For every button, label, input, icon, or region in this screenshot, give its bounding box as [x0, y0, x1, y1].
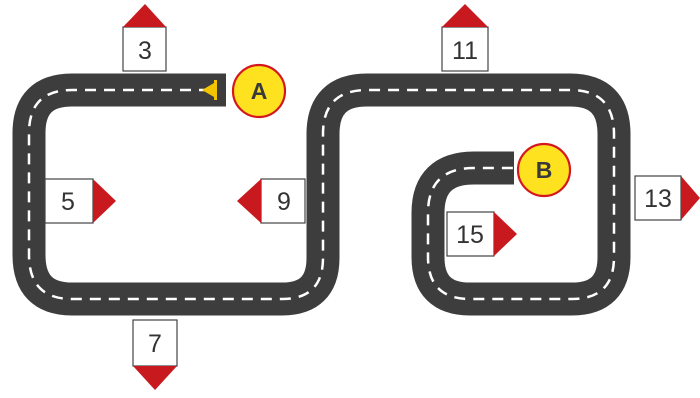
sign-3: 3: [123, 4, 166, 71]
sign-7-number: 7: [148, 330, 162, 358]
sign-7: 7: [133, 320, 177, 390]
sign-9: 9: [237, 179, 305, 223]
arrow-left-icon: [237, 179, 261, 223]
sign-15-number: 15: [456, 221, 484, 249]
sign-5: 5: [45, 179, 116, 223]
point-a: A: [233, 65, 285, 117]
sign-13: 13: [635, 176, 700, 220]
track: [29, 90, 614, 299]
sign-5-number: 5: [61, 188, 75, 216]
arrow-up-icon: [123, 4, 166, 27]
sign-13-number: 13: [644, 185, 672, 213]
arrow-right-icon: [93, 179, 116, 223]
arrow-right-icon: [681, 176, 700, 220]
point-b: B: [518, 144, 570, 196]
sign-11-number: 11: [452, 37, 478, 65]
arrow-down-icon: [133, 366, 177, 390]
point-a-label: A: [251, 78, 268, 104]
sign-3-number: 3: [138, 37, 152, 65]
arrow-up-icon: [442, 4, 488, 27]
start-line: [214, 80, 217, 100]
sign-9-number: 9: [277, 188, 291, 216]
arrow-right-icon: [494, 212, 517, 256]
sign-15: 15: [447, 212, 517, 256]
point-b-label: B: [536, 157, 553, 183]
sign-11: 11: [442, 4, 488, 71]
